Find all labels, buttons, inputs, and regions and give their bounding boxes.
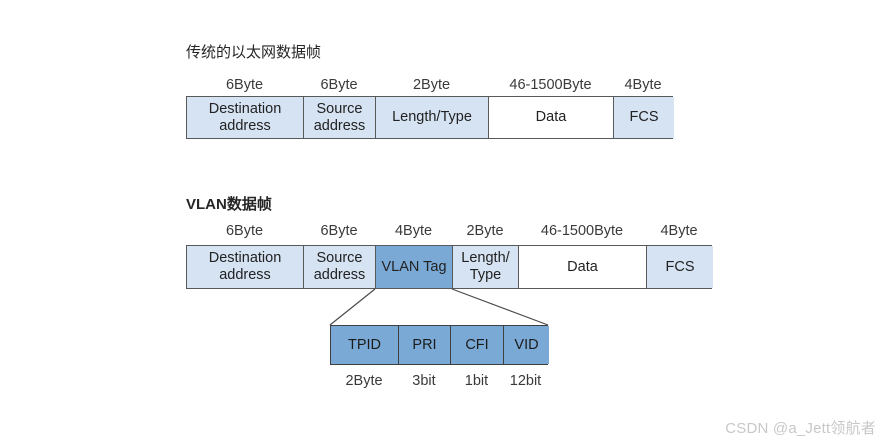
vlan-field-vlan-tag-label: VLAN Tag — [381, 258, 447, 275]
vlan-field-data-label: Data — [567, 258, 598, 275]
csdn-watermark: CSDN @a_Jett领航者 — [725, 420, 876, 437]
ethernet-field-length-type[interactable]: Length/Type — [376, 97, 489, 138]
ethernet-size-label-lengthtype: 2Byte — [412, 77, 451, 93]
vlan-tag-field-tpid[interactable]: TPID — [331, 326, 399, 364]
vlan-size-label-data: 46-1500Byte — [540, 223, 624, 239]
ethernet-field-length-type-label: Length/Type — [392, 109, 472, 125]
ethernet-size-label-data: 46-1500Byte — [509, 77, 592, 93]
ethernet-frame-title: 传统的以太网数据帧 — [186, 44, 322, 61]
vlan-size-label-destination: 6Byte — [225, 223, 264, 239]
vlan-tag-field-vid[interactable]: VID — [504, 326, 549, 364]
vlan-field-fcs[interactable]: FCS — [647, 246, 713, 288]
vlan-field-source-address[interactable]: Source address — [304, 246, 376, 288]
ethernet-frame: Destination address Source address Lengt… — [186, 96, 674, 139]
vlan-field-destination-address[interactable]: Destination address — [187, 246, 304, 288]
vlan-tag-field-cfi-label: CFI — [465, 336, 489, 353]
vlan-tag-size-label-cfi: 1bit — [464, 373, 489, 389]
vlan-tag-size-label-vid: 12bit — [509, 373, 542, 389]
vlan-field-vlan-tag[interactable]: VLAN Tag — [376, 246, 453, 288]
ethernet-size-label-source: 6Byte — [320, 77, 358, 93]
ethernet-size-label-destination: 6Byte — [225, 77, 264, 93]
vlan-size-label-fcs: 4Byte — [660, 223, 698, 239]
vlan-size-label-source: 6Byte — [320, 223, 358, 239]
vlan-tag-detail-box: TPID PRI CFI VID — [330, 325, 549, 365]
vlan-size-label-row: 6Byte 6Byte 4Byte 2Byte 46-1500Byte 4Byt… — [0, 221, 888, 241]
vlan-tag-field-cfi[interactable]: CFI — [451, 326, 504, 364]
vlan-tag-field-pri[interactable]: PRI — [399, 326, 451, 364]
ethernet-size-label-row: 6Byte 6Byte 2Byte 46-1500Byte 4Byte — [0, 75, 888, 95]
vlan-size-label-lengthtype: 2Byte — [466, 223, 504, 239]
vlan-field-fcs-label: FCS — [665, 258, 695, 275]
vlan-size-label-vlan-tag: 4Byte — [394, 223, 433, 239]
vlan-tag-size-label-pri: 3bit — [412, 373, 436, 389]
ethernet-field-destination-address-label: Destination address — [208, 100, 282, 134]
vlan-field-data[interactable]: Data — [519, 246, 647, 288]
vlan-tag-size-label-row: 2Byte 3bit 1bit 12bit — [0, 371, 888, 391]
ethernet-field-source-address[interactable]: Source address — [304, 97, 376, 138]
vlan-tag-field-pri-label: PRI — [412, 336, 437, 353]
ethernet-field-fcs[interactable]: FCS — [614, 97, 674, 138]
vlan-tag-field-vid-label: VID — [514, 336, 539, 353]
vlan-field-source-address-label: Source address — [313, 250, 366, 283]
ethernet-field-fcs-label: FCS — [629, 109, 659, 125]
ethernet-field-destination-address[interactable]: Destination address — [187, 97, 304, 138]
ethernet-field-data[interactable]: Data — [489, 97, 614, 138]
vlan-field-destination-address-label: Destination address — [208, 250, 282, 283]
vlan-tag-field-tpid-label: TPID — [347, 336, 382, 353]
vlan-field-length-type-label: Length/ Type — [461, 250, 510, 283]
ethernet-size-label-fcs: 4Byte — [624, 77, 662, 93]
ethernet-field-data-label: Data — [535, 109, 567, 125]
vlan-frame: Destination address Source address VLAN … — [186, 245, 713, 289]
ethernet-field-source-address-label: Source address — [313, 100, 366, 134]
vlan-tag-size-label-tpid: 2Byte — [345, 373, 383, 389]
vlan-frame-title: VLAN数据帧 — [186, 196, 272, 213]
vlan-field-length-type[interactable]: Length/ Type — [453, 246, 519, 288]
